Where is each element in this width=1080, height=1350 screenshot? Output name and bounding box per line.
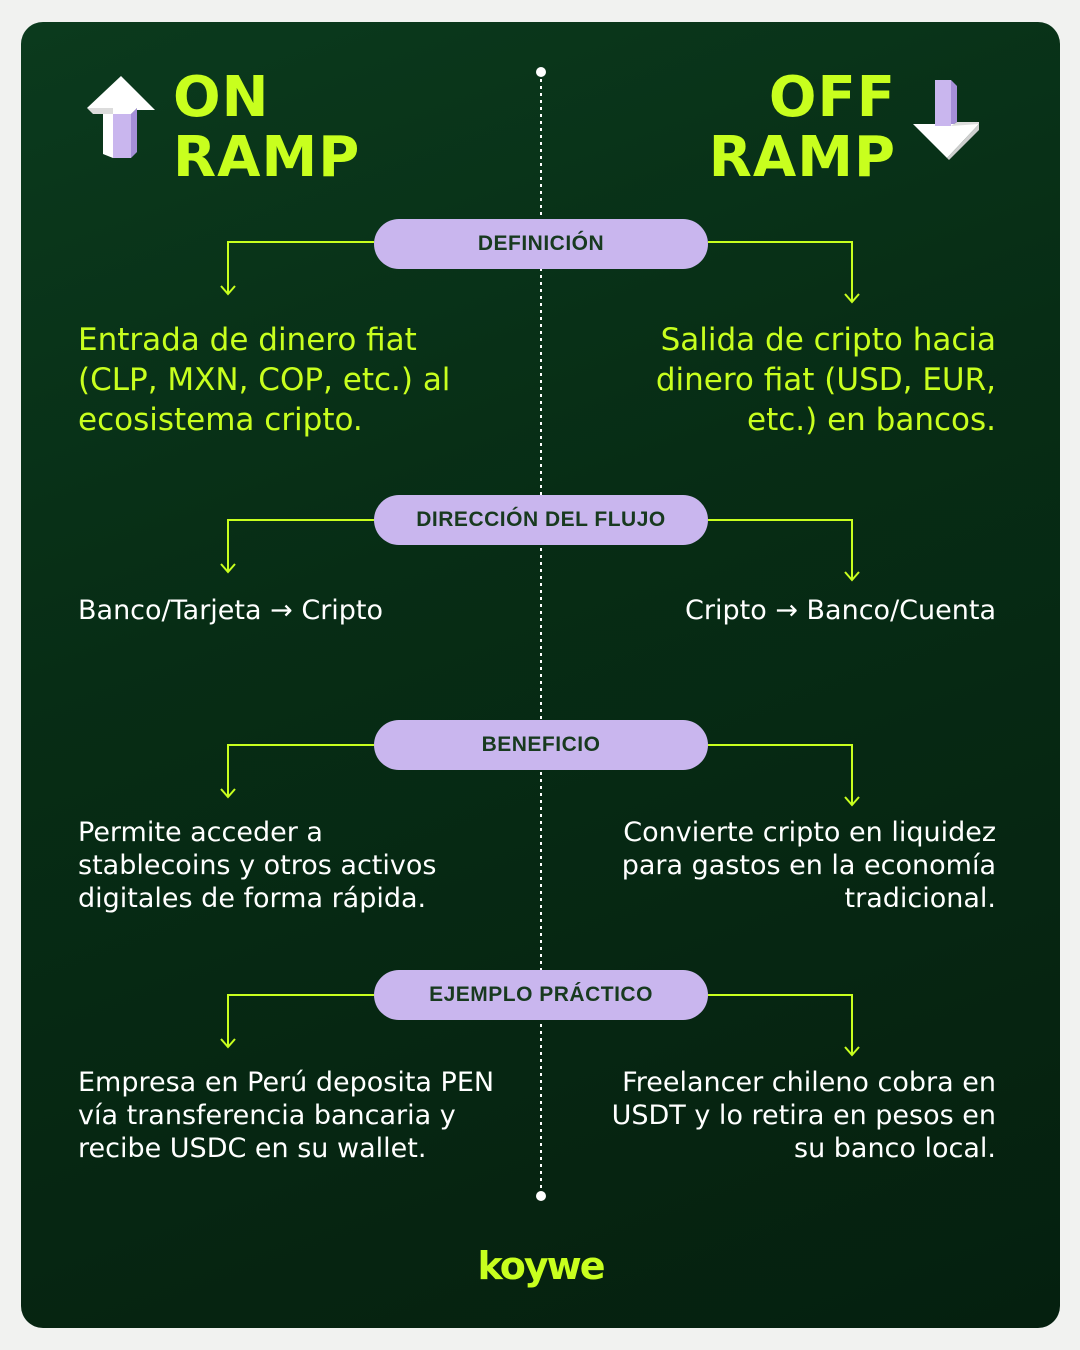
on-ramp-title-line1: ON <box>173 65 270 130</box>
connector-right-2 <box>708 519 853 580</box>
connector-right-3-head <box>844 796 860 807</box>
connector-left-4 <box>227 994 374 1047</box>
connector-lines <box>220 67 860 1201</box>
section-pill-direccion: DIRECCIÓN DEL FLUJO <box>374 495 708 545</box>
on-ramp-example: Empresa en Perú deposita PEN vía transfe… <box>78 1067 495 1164</box>
connector-left-3 <box>227 744 374 797</box>
on-ramp-benefit: Permite acceder a stablecoins y otros ac… <box>78 817 437 914</box>
infographic-card: ON RAMP OFF RAMP DEFINICIÓN DIRECCIÓN DE… <box>21 22 1060 1328</box>
connector-right-1 <box>708 241 853 302</box>
center-line-bottom-dot <box>536 1191 546 1201</box>
arrow-down-icon <box>913 80 979 160</box>
branch-connectors <box>220 241 860 1057</box>
connector-left-2-head <box>220 563 236 574</box>
connector-left-1-head <box>220 285 236 296</box>
connector-right-4 <box>708 994 853 1055</box>
on-ramp-title: ON RAMP <box>173 68 360 188</box>
off-ramp-title-line2: RAMP <box>708 125 896 190</box>
section-pill-beneficio: BENEFICIO <box>374 720 708 770</box>
connector-right-1-head <box>844 293 860 304</box>
on-ramp-title-line2: RAMP <box>173 125 361 190</box>
off-ramp-example: Freelancer chileno cobra en USDT y lo re… <box>611 1067 996 1164</box>
arrow-up-icon <box>87 76 155 158</box>
off-ramp-title-line1: OFF <box>768 65 896 130</box>
connector-left-1 <box>227 241 374 294</box>
koywe-logo: koywe <box>477 1244 605 1288</box>
off-ramp-flow: Cripto → Banco/Cuenta <box>685 595 996 626</box>
on-ramp-flow: Banco/Tarjeta → Cripto <box>78 595 384 626</box>
section-pill-definicion: DEFINICIÓN <box>374 219 708 269</box>
off-ramp-title: OFF RAMP <box>709 68 896 188</box>
connector-left-2 <box>227 519 374 572</box>
off-ramp-definition: Salida de cripto hacia dinero fiat (USD,… <box>655 322 996 438</box>
section-pill-ejemplo: EJEMPLO PRÁCTICO <box>374 970 708 1020</box>
off-ramp-benefit: Convierte cripto en liquidez para gastos… <box>621 817 996 914</box>
connector-right-3 <box>708 744 853 805</box>
connector-left-3-head <box>220 788 236 799</box>
connector-right-2-head <box>844 571 860 582</box>
connector-right-4-head <box>844 1046 860 1057</box>
connector-left-4-head <box>220 1038 236 1049</box>
center-line-top-dot <box>536 67 546 77</box>
on-ramp-definition: Entrada de dinero fiat (CLP, MXN, COP, e… <box>78 322 451 438</box>
